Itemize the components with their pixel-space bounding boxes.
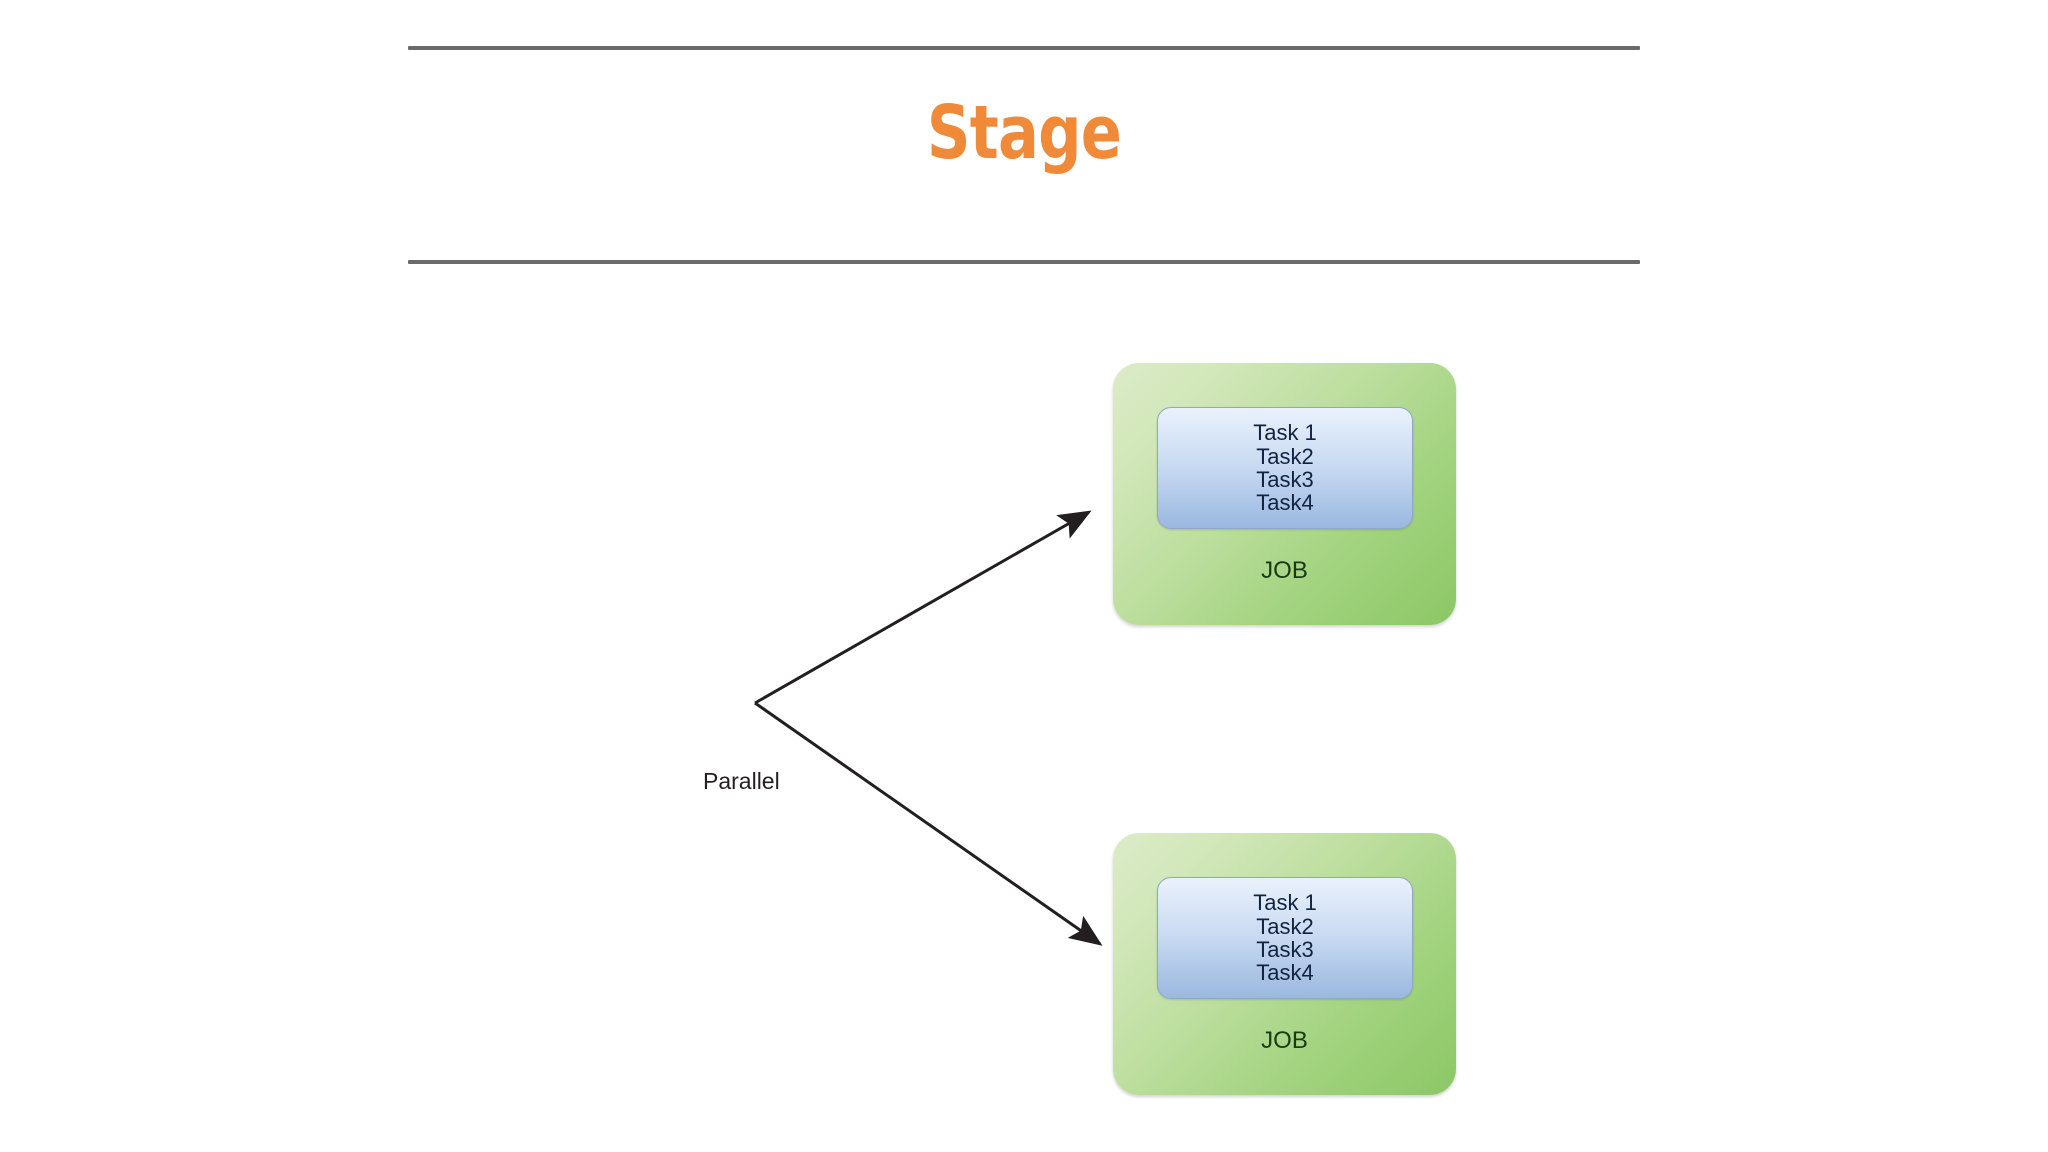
arrow-to-job-1 [754, 510, 1092, 705]
task-box[interactable]: Task 1 Task2 Task3 Task4 [1157, 407, 1413, 529]
header-rule-top [408, 46, 1640, 50]
task-box[interactable]: Task 1 Task2 Task3 Task4 [1157, 877, 1413, 999]
job-label: JOB [1261, 1027, 1308, 1054]
task-line: Task 1 [1253, 890, 1317, 916]
task-line: Task3 [1256, 937, 1314, 962]
job-box[interactable]: Task 1 Task2 Task3 Task4 JOB [1113, 833, 1456, 1095]
job-label: JOB [1261, 557, 1308, 584]
task-line: Task4 [1256, 490, 1314, 516]
task-line: Task4 [1256, 960, 1314, 986]
task-line: Task 1 [1253, 420, 1317, 446]
task-line: Task3 [1256, 467, 1314, 492]
arrow-to-job-2 [754, 701, 1103, 946]
task-line: Task2 [1256, 443, 1314, 469]
parallel-label: Parallel [703, 768, 780, 794]
job-box[interactable]: Task 1 Task2 Task3 Task4 JOB [1113, 363, 1456, 625]
task-line: Task2 [1256, 913, 1314, 939]
page-title: Stage [926, 90, 1122, 176]
header-rule-bottom [408, 260, 1640, 264]
